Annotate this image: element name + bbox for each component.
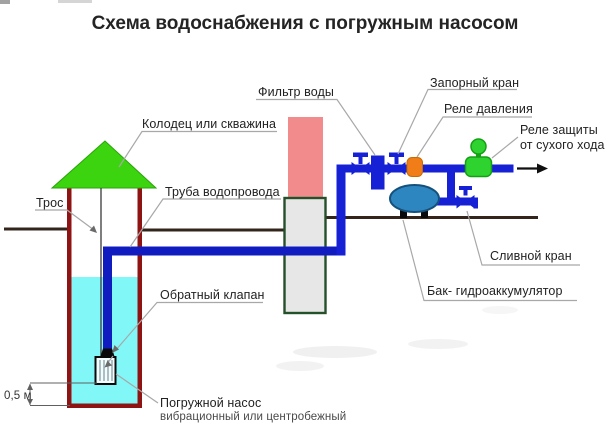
label-dry-run-relay-line2: от сухого хода: [520, 138, 605, 152]
label-shutoff-valve: Запорный кран: [430, 75, 520, 90]
leader-dry-run-relay: [491, 136, 519, 159]
valve-before-filter: [351, 152, 370, 175]
dry-run-relay: [464, 138, 493, 178]
label-pressure-relay: Реле давления: [444, 102, 533, 116]
drain-valve: [456, 186, 478, 209]
leader-pump-arrowhead: [104, 360, 112, 368]
label-pump: Погружной насос: [160, 395, 262, 410]
ground-lines: [4, 216, 538, 232]
water-filter: [371, 155, 385, 190]
page-title: Схема водоснабжения с погружным насосом: [91, 13, 519, 34]
label-dry-run-relay-line1: Реле защиты: [520, 123, 598, 137]
leader-well: [118, 130, 277, 168]
label-pump-subtitle: вибрационный или центробежный: [160, 411, 347, 423]
label-tank: Бак- гидроаккумулятор: [427, 284, 563, 298]
label-check-valve: Обратный клапан: [160, 287, 265, 302]
leader-tank: [402, 219, 577, 302]
label-water-pipe: Труба водопровода: [165, 184, 280, 199]
leader-water-filter: [256, 98, 376, 156]
flow-arrow: [517, 163, 548, 174]
well-bottom: [67, 403, 142, 408]
leader-lines: [35, 88, 580, 404]
leader-pressure-relay: [416, 116, 532, 158]
check-valve: [100, 348, 115, 358]
filter-column-top: [288, 117, 323, 199]
label-depth: 0,5 м: [4, 389, 32, 402]
submersible-pump: [94, 356, 117, 385]
leader-check-valve-arrowhead: [112, 345, 119, 353]
main-pipe: [336, 164, 514, 173]
label-water-filter: Фильтр воды: [258, 84, 335, 99]
label-well: Колодец или скважина: [142, 116, 277, 131]
riser-pipe: [336, 164, 346, 256]
depth-dimension-lines: [27, 382, 97, 406]
well-wall-left: [67, 187, 72, 408]
leader-cable: [35, 209, 95, 231]
label-drain-valve: Сливной кран: [490, 248, 572, 263]
well-pipe-vertical: [103, 250, 112, 352]
background-artifacts: [0, 0, 468, 371]
well-roof: [50, 140, 158, 189]
leader-pump: [115, 373, 159, 404]
leader-shutoff-valve: [397, 88, 517, 155]
pressure-relay: [406, 157, 423, 177]
accumulator-tank: [389, 184, 440, 218]
leader-drain-valve: [466, 210, 580, 266]
leader-water-pipe: [129, 198, 281, 248]
tank-drop-pipe: [447, 172, 455, 206]
well-wall-right: [137, 187, 142, 408]
leader-cable-arrowhead: [89, 225, 97, 233]
label-dry-run-relay: Реле защиты от сухого хода: [520, 123, 605, 153]
well-pipe-horizontal: [103, 246, 345, 256]
leader-check-valve: [114, 301, 263, 352]
label-cable: Трос: [36, 195, 64, 210]
shutoff-valve: [387, 152, 406, 175]
